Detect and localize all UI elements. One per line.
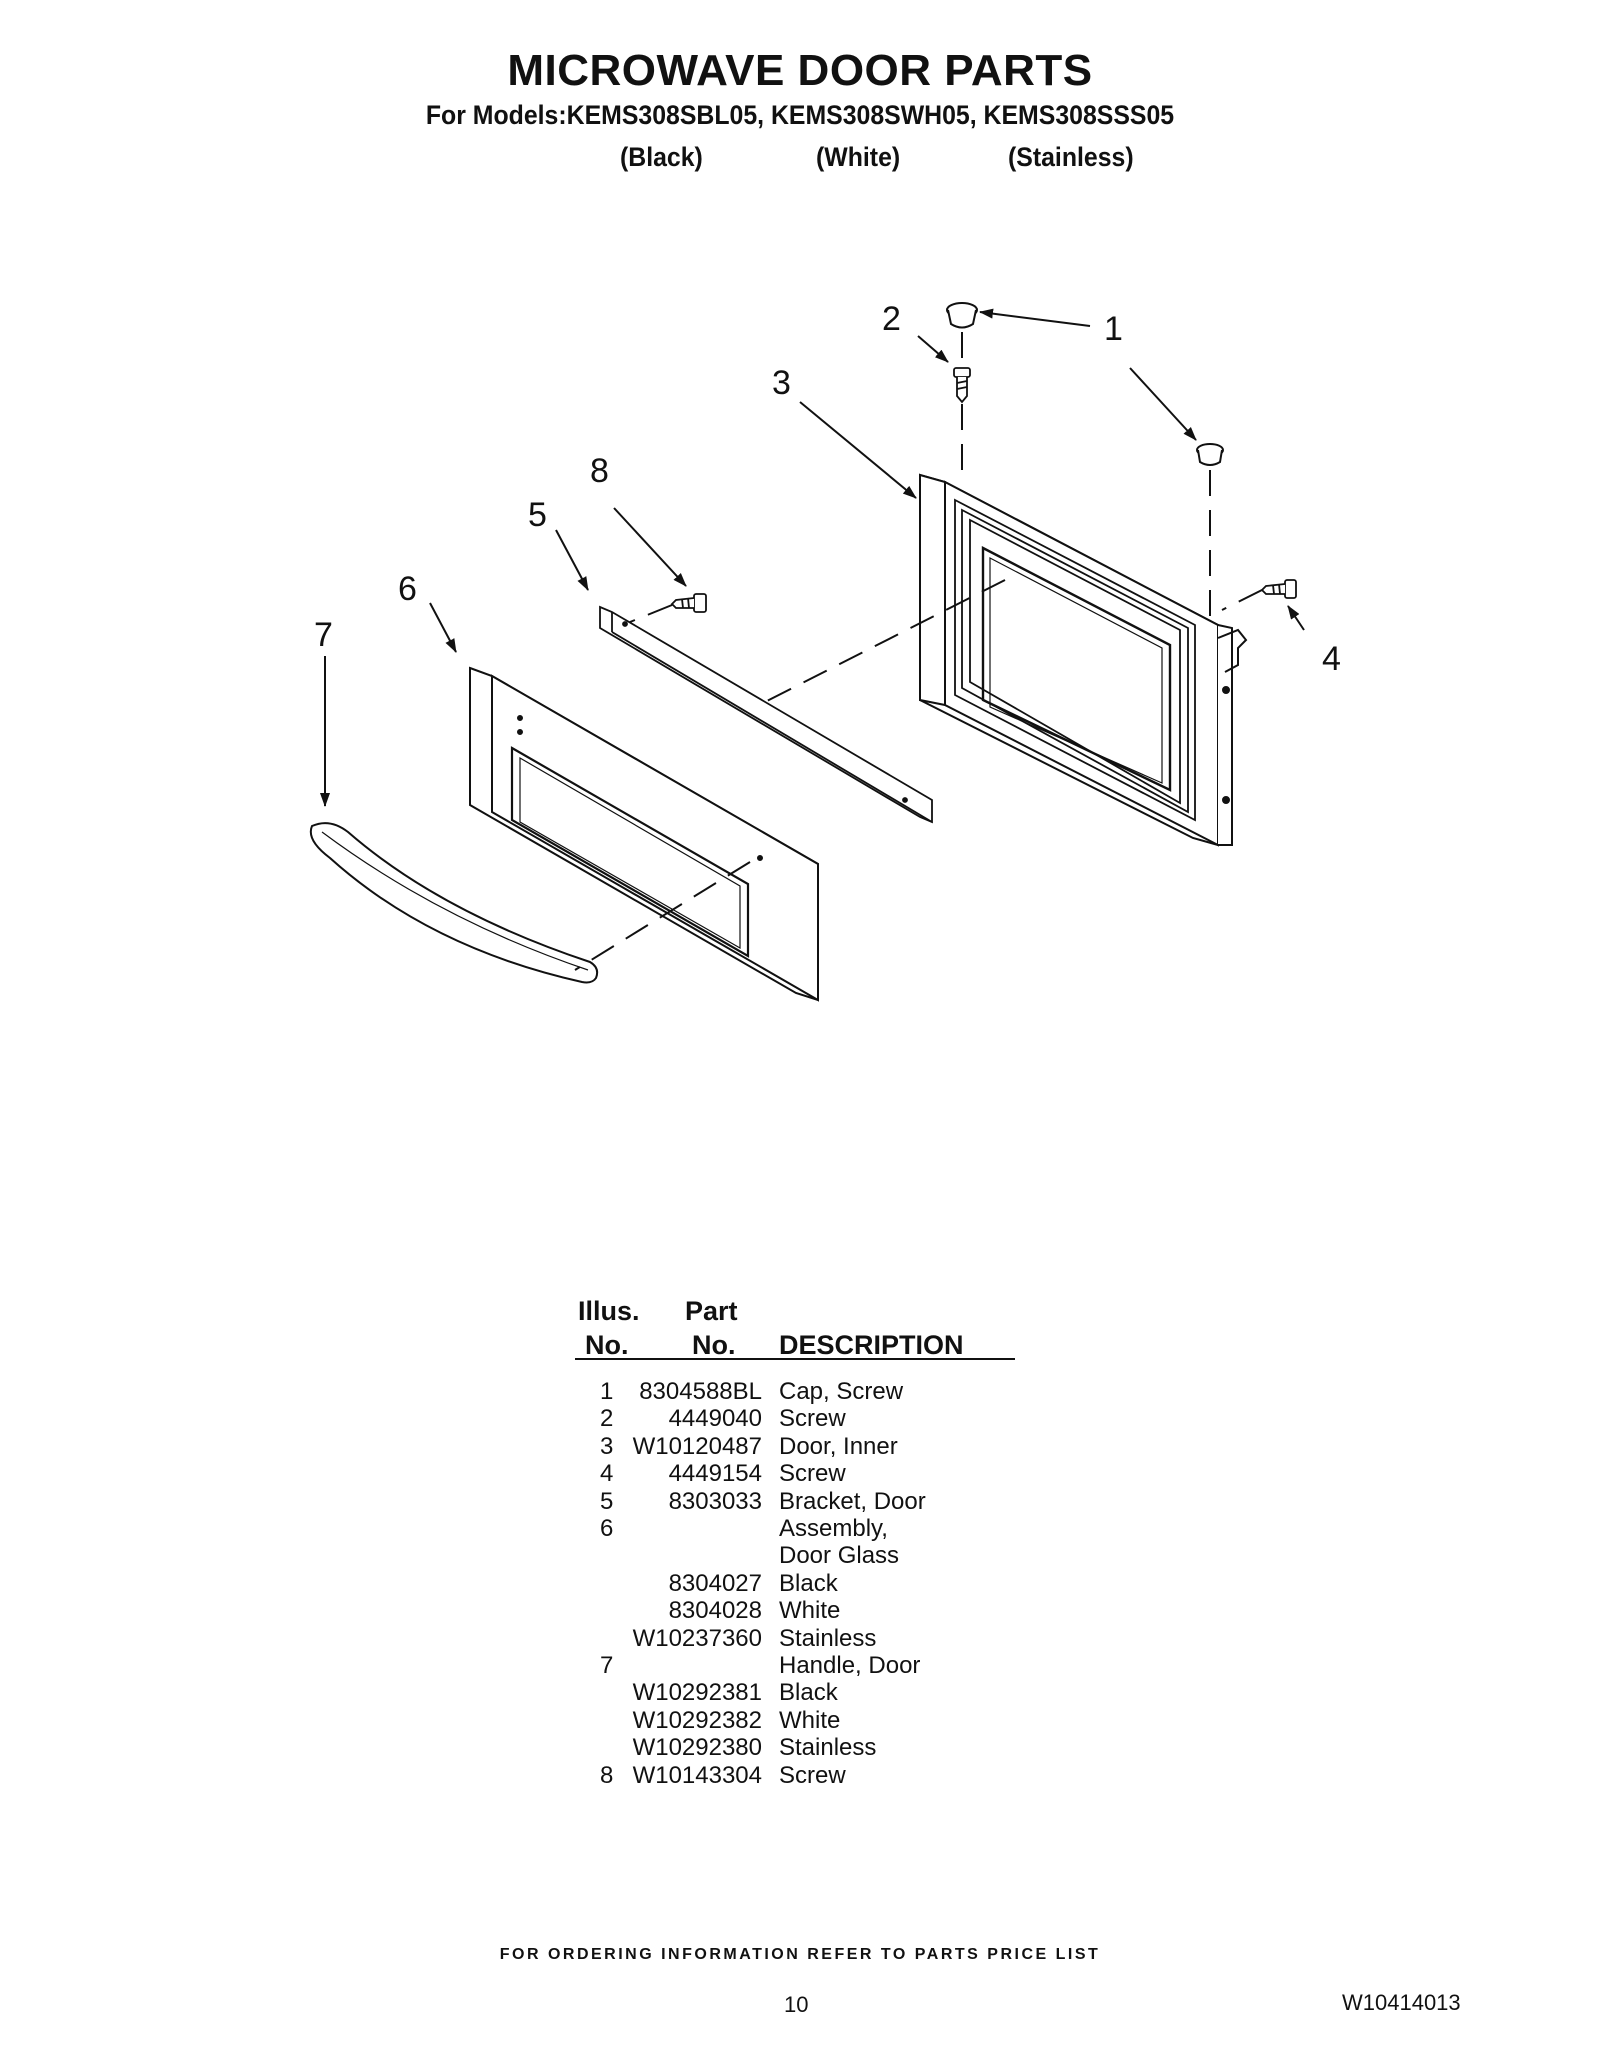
variant-black: (Black): [620, 142, 703, 172]
screw-8: [670, 593, 707, 613]
callout-4: 4: [1322, 640, 1341, 678]
header-illus-line1: Illus.: [578, 1296, 640, 1326]
screw-cap-2: [1196, 443, 1224, 466]
page-title: MICROWAVE DOOR PARTS: [507, 46, 1093, 95]
header-illus-line2: No.: [585, 1330, 629, 1360]
header-part-line2: No.: [692, 1330, 736, 1360]
callout-3: 3: [772, 364, 791, 402]
model-list: For Models:KEMS308SBL05, KEMS308SWH05, K…: [425, 100, 1175, 130]
door-handle: [309, 822, 599, 984]
callout-6: 6: [398, 570, 417, 608]
header-part-line1: Part: [685, 1296, 738, 1326]
variant-stainless: (Stainless): [1008, 142, 1134, 172]
table-header-rule: [575, 1358, 1015, 1360]
callout-1: 1: [1104, 310, 1123, 348]
header-description: DESCRIPTION: [779, 1330, 964, 1360]
document-number: W10414013: [1342, 1990, 1461, 2015]
page-number: 10: [784, 1992, 809, 2017]
callout-8: 8: [590, 452, 609, 490]
callout-5: 5: [528, 496, 547, 534]
variant-white: (White): [816, 142, 901, 172]
leader-arrows: [320, 308, 1305, 807]
door-bracket: [599, 605, 933, 824]
ordering-note: FOR ORDERING INFORMATION REFER TO PARTS …: [499, 1946, 1101, 1963]
callout-7: 7: [314, 616, 333, 654]
screw-2: [953, 367, 971, 404]
door-glass-assembly: [469, 666, 819, 1002]
screw-cap-1: [946, 302, 978, 329]
inner-door-frame: [919, 473, 1248, 847]
callout-2: 2: [882, 300, 901, 338]
screw-4: [1260, 579, 1297, 599]
exploded-parts-diagram: 1 2 3 4 5 6 7 8: [309, 300, 1341, 1002]
assembly-lines: [574, 332, 1263, 971]
